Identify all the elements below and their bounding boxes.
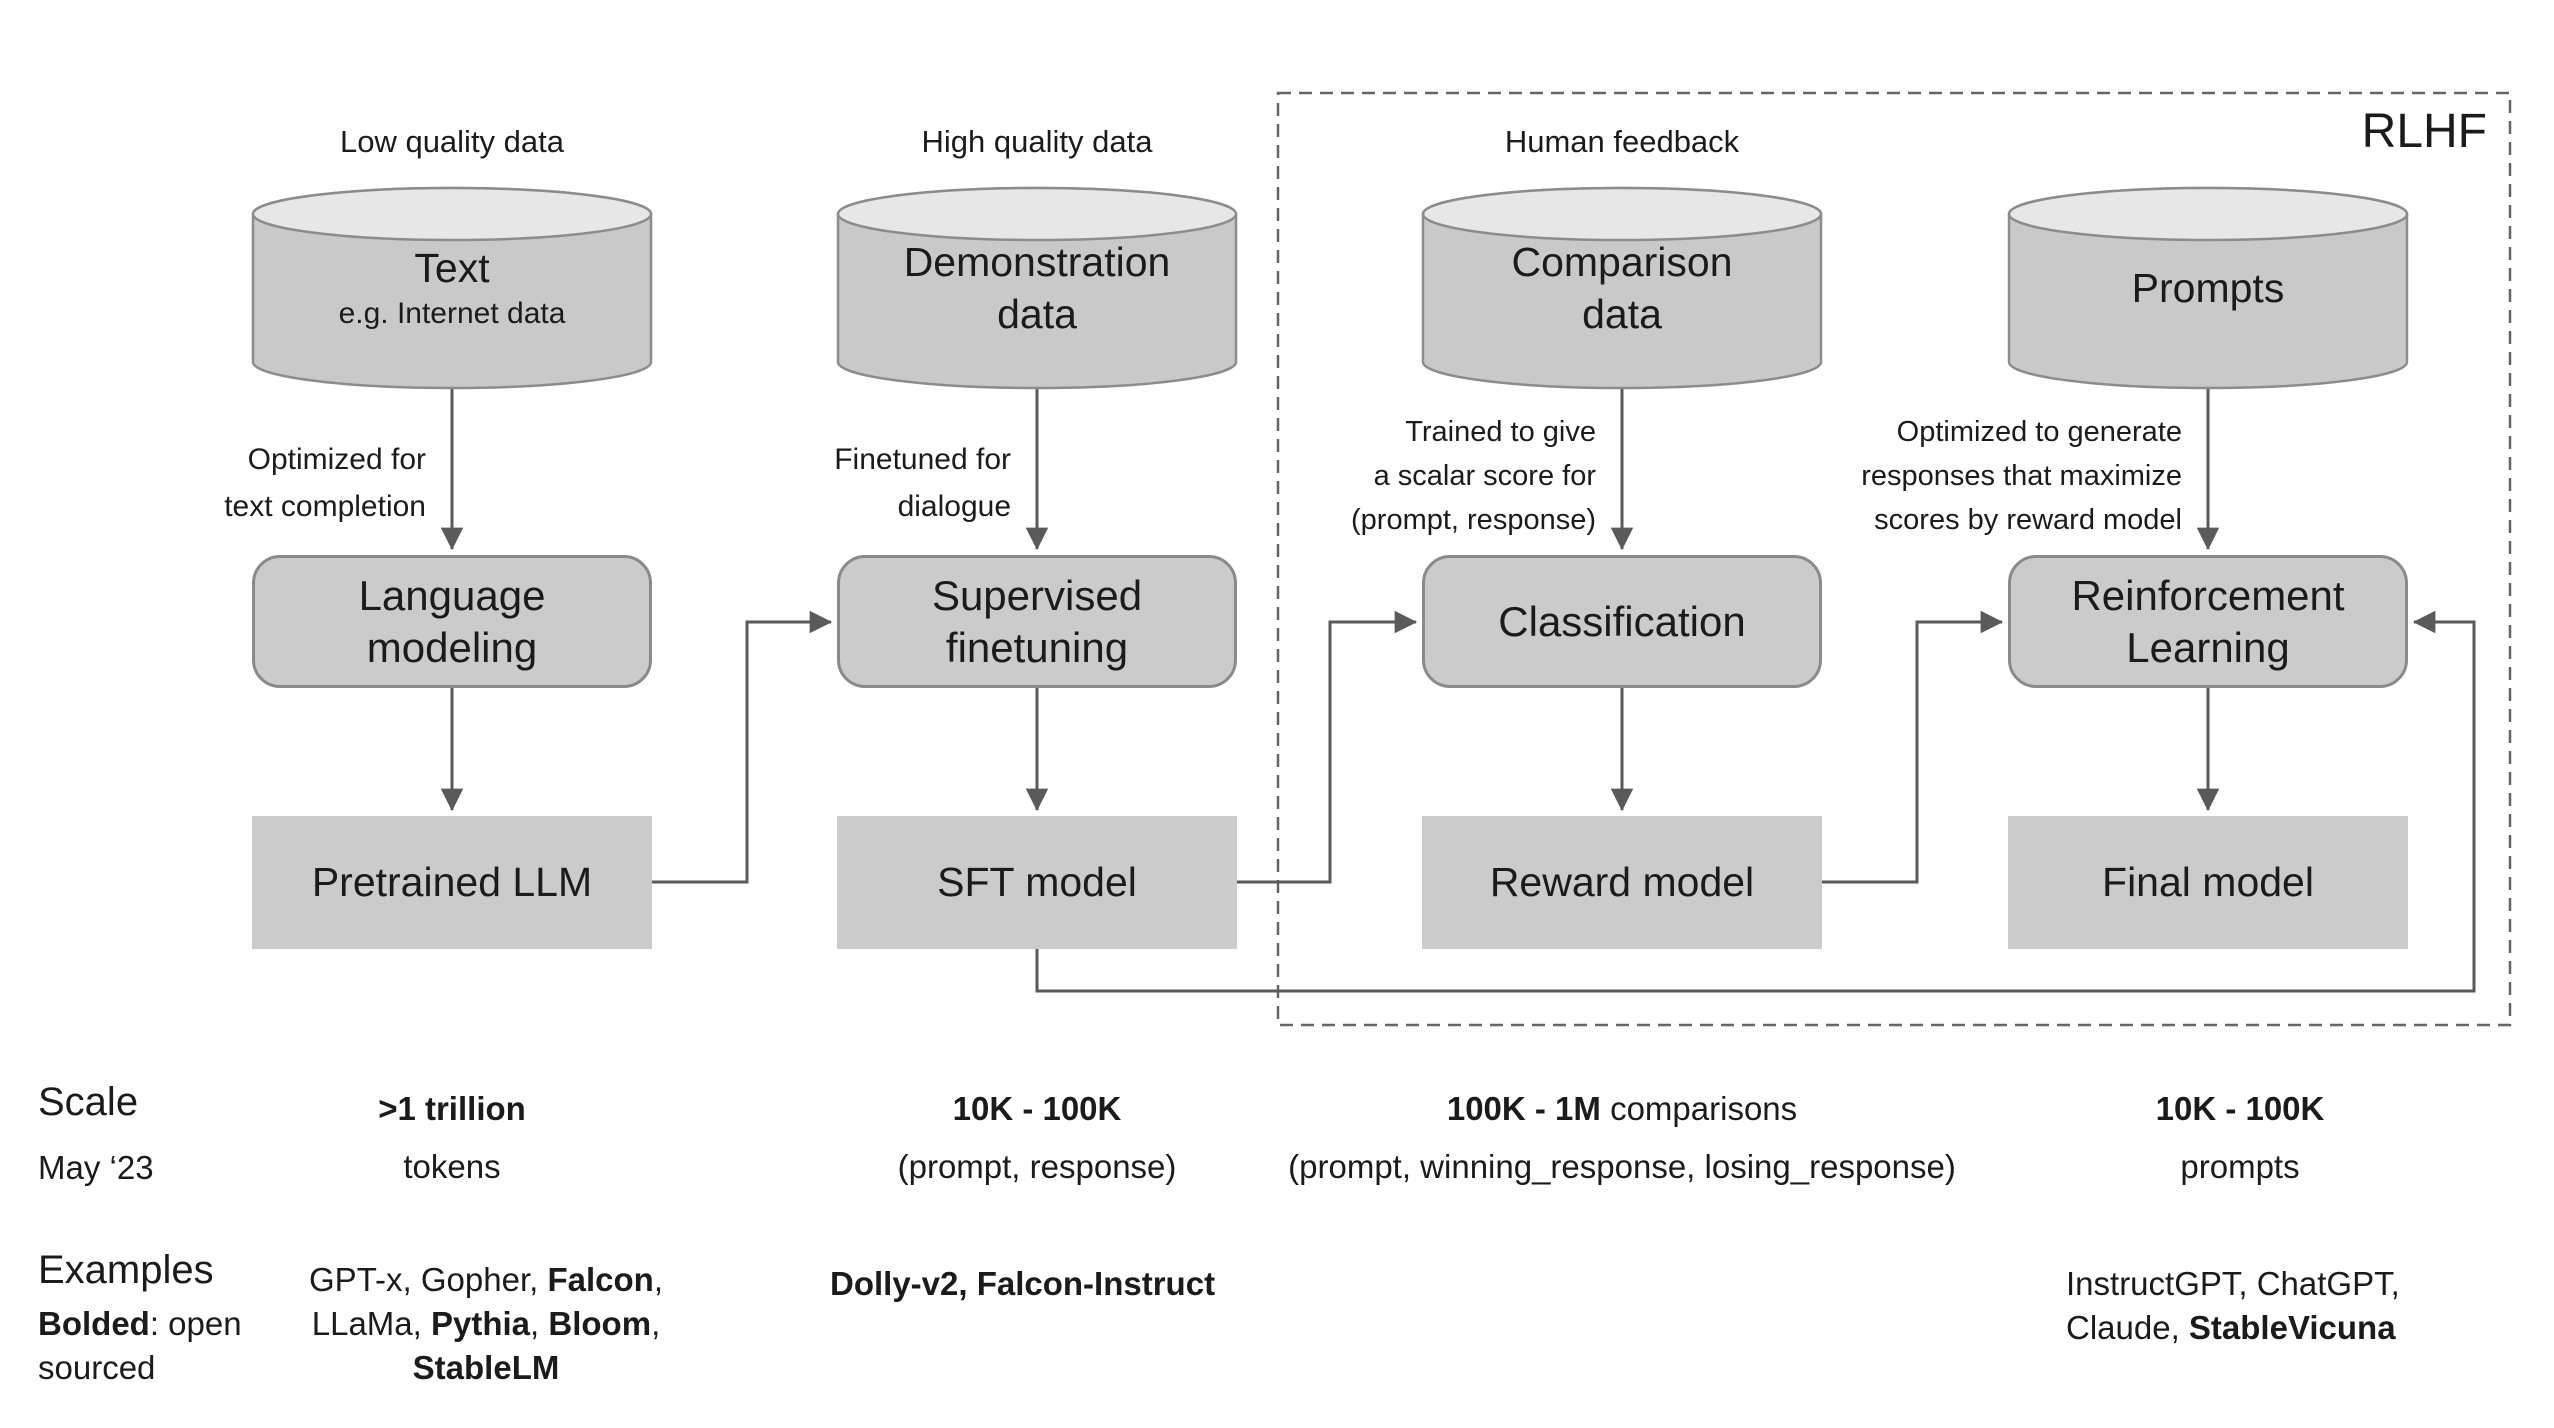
column-rl: Prompts Optimized to generate responses … (1861, 0, 2409, 1428)
process-note: Finetuned for dialogue (834, 443, 1011, 523)
dataset-title-line2: data (1582, 291, 1662, 337)
scale-sft: 10K - 100K (prompt, response) (897, 1090, 1177, 1185)
dataset-title: Text (414, 245, 490, 291)
scale-row-date: May ‘23 (38, 1149, 154, 1186)
examples-rlhf-models: InstructGPT, ChatGPT, Claude, StableVicu… (2066, 1265, 2400, 1346)
model-box-pretrained-llm: Pretrained LLM (252, 816, 652, 949)
scale-row-header: Scale (38, 1080, 139, 1124)
database-cylinder-icon (1421, 186, 1823, 390)
process-box-supervised-finetuning: Supervised finetuning (837, 555, 1237, 688)
column-sft: High quality data Demonstration data Fin… (834, 0, 1238, 1428)
examples-sft-models: Dolly-v2, Falcon-Instruct (830, 1265, 1216, 1302)
scale-pretraining: >1 trillion tokens (378, 1090, 526, 1185)
database-cylinder-icon (2007, 186, 2409, 390)
elbow-sftmodel-to-classification (1237, 610, 1418, 884)
database-cylinder-icon (251, 186, 653, 390)
process-box-language-modeling: Language modeling (252, 555, 652, 688)
dataset-label: Demonstration data (837, 214, 1237, 362)
examples-legend: Bolded: open sourced (38, 1305, 242, 1386)
dataset-label: Prompts (2008, 214, 2408, 362)
column-pretraining: Low quality data Text e.g. Internet data… (224, 0, 653, 1428)
data-quality-label: High quality data (921, 124, 1153, 159)
examples-pretrained-models: GPT-x, Gopher, Falcon, LLaMa, Pythia, Bl… (309, 1261, 663, 1386)
data-quality-label: Human feedback (1504, 124, 1740, 159)
elbow-pretrained-to-sft (652, 610, 833, 884)
dataset-title: Comparison (1511, 239, 1733, 285)
column-reward-model: Human feedback Comparison data Trained t… (1351, 0, 1823, 1428)
elbow-reward-to-rl (1822, 610, 2004, 884)
scale-reward-model: 100K - 1M comparisons (prompt, winning_r… (1288, 1090, 1956, 1185)
examples-row-header: Examples (38, 1248, 214, 1292)
process-box-reinforcement-learning: Reinforcement Learning (2008, 555, 2408, 688)
dataset-label: Comparison data (1422, 214, 1822, 362)
dataset-subtitle: e.g. Internet data (338, 297, 566, 330)
process-box-classification: Classification (1422, 555, 1822, 688)
dataset-title: Demonstration (903, 239, 1171, 285)
dataset-title: Prompts (2131, 265, 2285, 311)
data-quality-label: Low quality data (339, 124, 565, 159)
process-note: Optimized to generate responses that max… (1861, 416, 2182, 536)
database-cylinder-icon (836, 186, 1238, 390)
process-note: Optimized for text completion (224, 443, 426, 523)
model-box-reward-model: Reward model (1422, 816, 1822, 949)
model-box-final-model: Final model (2008, 816, 2408, 949)
elbow-sftmodel-to-rl-long (1035, 610, 2476, 993)
model-box-sft-model: SFT model (837, 816, 1237, 949)
process-note: Trained to give a scalar score for (prom… (1351, 416, 1596, 536)
rlhf-dashed-box (1276, 91, 2512, 1027)
dataset-title-line2: data (997, 291, 1077, 337)
scale-rl: 10K - 100K prompts (2155, 1090, 2325, 1185)
rlhf-region-label: RLHF (2361, 105, 2487, 158)
dataset-label: Text e.g. Internet data (252, 214, 652, 362)
